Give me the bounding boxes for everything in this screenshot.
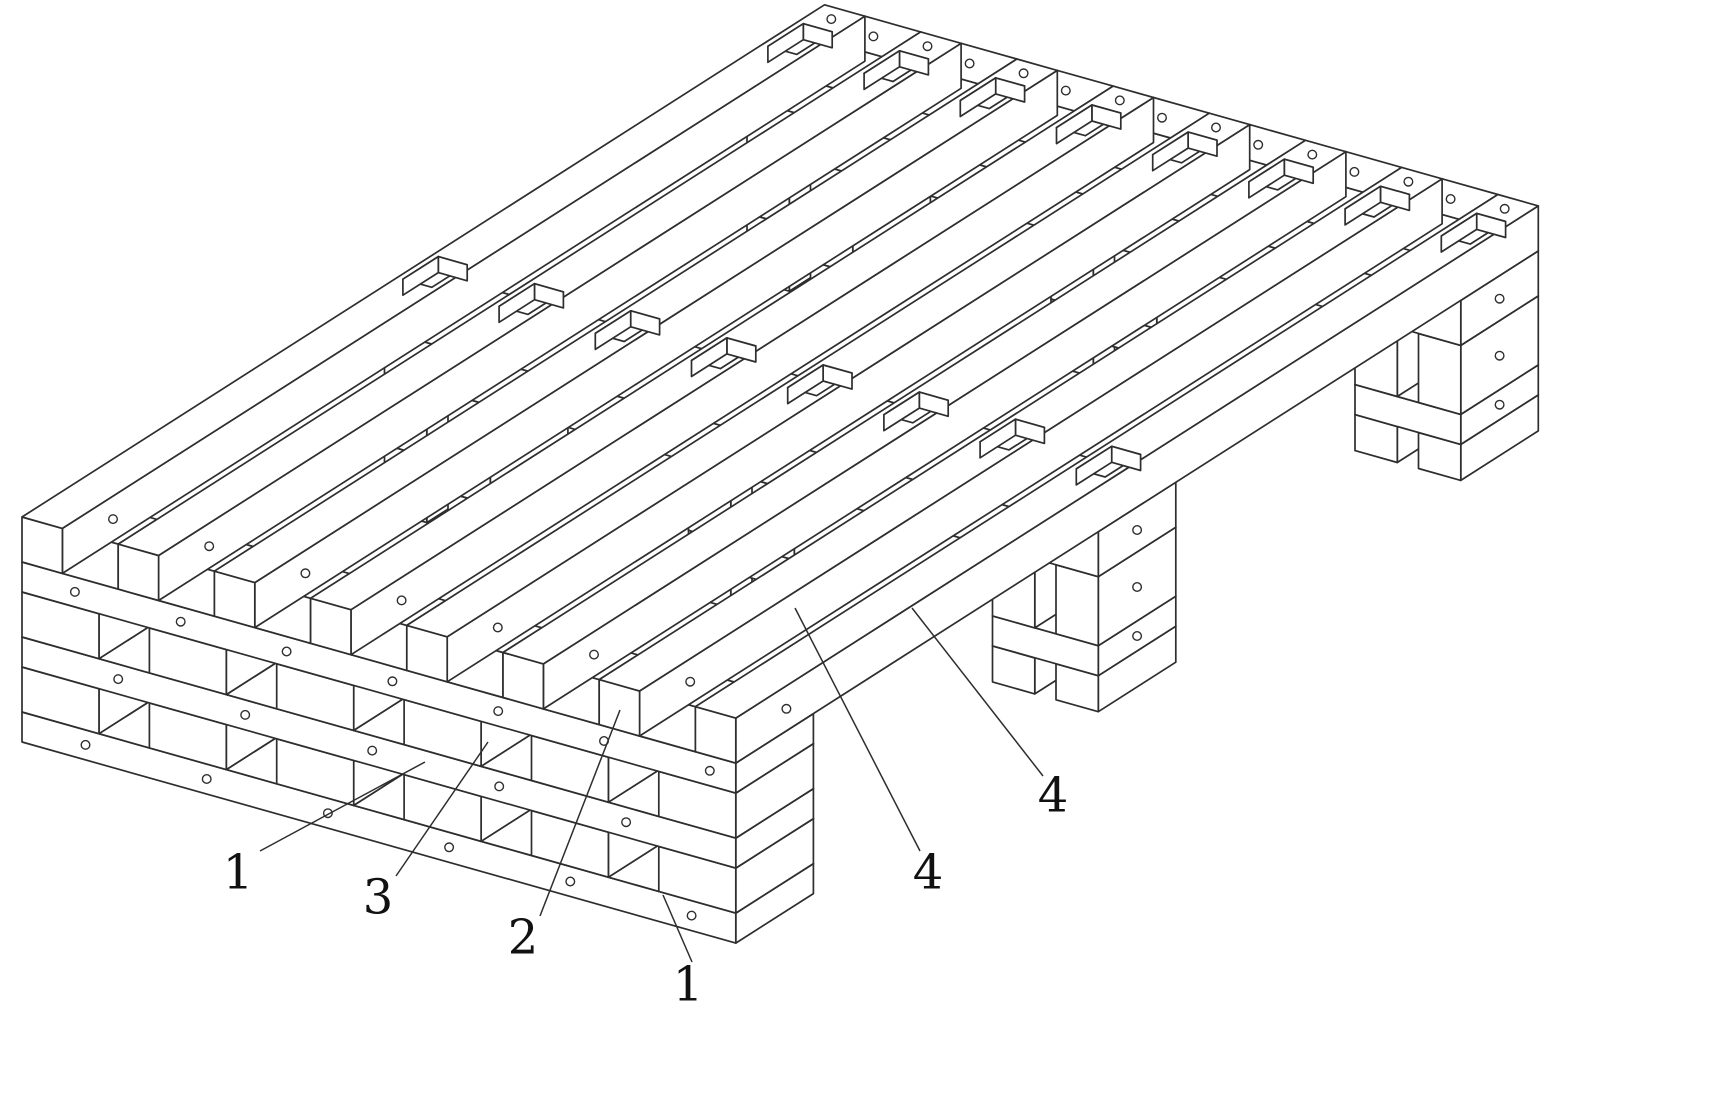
mortise-hole-inner-wall <box>1344 185 1382 226</box>
screw-hole-icon <box>1060 85 1071 96</box>
screw-hole-icon <box>1253 139 1264 150</box>
deck-slat-7 <box>598 166 1443 737</box>
screw-hole-icon <box>492 622 503 633</box>
top-deck-slats <box>21 3 1540 764</box>
screw-hole-icon <box>80 739 91 750</box>
screw-hole-icon <box>1132 631 1143 642</box>
mortise-hole-inner-wall <box>959 77 997 118</box>
screw-hole-icon <box>589 649 600 660</box>
screw-hole-icon <box>1132 525 1143 536</box>
screw-hole-icon <box>565 876 576 887</box>
mortise-hole-inner-wall <box>1055 104 1093 145</box>
deck-slat-1 <box>21 3 866 575</box>
screw-hole-icon <box>69 586 80 597</box>
screw-hole-icon <box>281 646 292 657</box>
figure-label-1-3: 1 <box>673 957 704 1013</box>
screw-hole-icon <box>300 568 311 579</box>
mortise-hole-inner-wall <box>863 49 901 91</box>
leader-line-1-0 <box>259 761 426 852</box>
leader-line-4-5 <box>911 607 1044 777</box>
mortise-hole-inner-wall <box>1248 158 1286 199</box>
screw-hole-icon <box>1499 203 1510 214</box>
leader-line-4-4 <box>794 607 921 852</box>
screw-hole-icon <box>1156 112 1167 123</box>
mortise-hole-inner-wall <box>767 22 805 64</box>
screw-hole-icon <box>175 616 186 627</box>
mortise-hole-inner-wall <box>979 418 1017 459</box>
mortise-hole-inner-wall <box>402 255 440 297</box>
leader-line-1-3 <box>662 894 693 963</box>
mortise-hole-inner-wall <box>690 337 728 378</box>
figure-label-4-5: 4 <box>1038 768 1069 824</box>
screw-hole-icon <box>367 745 378 756</box>
mortise-hole-inner-wall <box>883 391 921 432</box>
screw-hole-icon <box>201 774 212 785</box>
figure-label-4-4: 4 <box>913 845 944 901</box>
mortise-hole-inner-wall <box>786 364 824 405</box>
figure-label-2-2: 2 <box>508 910 539 966</box>
deck-slat-6 <box>502 139 1347 710</box>
pedestal-block-front-face <box>1055 563 1100 647</box>
screw-hole-icon <box>685 676 696 687</box>
screw-hole-icon <box>1132 582 1143 593</box>
screw-hole-icon <box>493 706 504 717</box>
screw-hole-icon <box>1445 193 1456 204</box>
deck-slat-4 <box>309 85 1155 656</box>
leader-line-3-1 <box>395 741 489 877</box>
screw-hole-icon <box>621 817 632 828</box>
screw-hole-icon <box>686 910 697 921</box>
screw-hole-icon <box>240 709 251 720</box>
mortise-hole-inner-wall <box>1440 212 1478 253</box>
screw-hole-icon <box>107 514 118 525</box>
screw-hole-icon <box>444 842 455 853</box>
deck-slat-8 <box>694 193 1540 764</box>
screw-hole-icon <box>1349 166 1360 177</box>
screw-hole-icon <box>922 41 933 52</box>
screw-hole-icon <box>1494 350 1505 361</box>
leader-line-2-2 <box>539 709 621 917</box>
screw-hole-icon <box>1307 149 1318 160</box>
screw-hole-icon <box>964 58 975 69</box>
mortise-hole-inner-wall <box>498 282 536 324</box>
reference-labels: 1 3 2 1 4 4 <box>223 607 1069 1013</box>
screw-hole-icon <box>204 541 215 552</box>
figure-label-1-0: 1 <box>223 845 254 901</box>
screw-hole-icon <box>704 765 715 776</box>
screw-hole-icon <box>494 781 505 792</box>
screw-hole-icon <box>1114 95 1125 106</box>
figure-label-3-1: 3 <box>363 870 394 926</box>
screw-hole-icon <box>1210 122 1221 133</box>
screw-hole-icon <box>1403 176 1414 187</box>
screw-hole-icon <box>868 31 879 42</box>
mortise-hole-inner-wall <box>1151 131 1189 172</box>
screw-hole-icon <box>1494 293 1505 304</box>
screw-hole-icon <box>781 703 792 714</box>
screw-hole-icon <box>396 595 407 606</box>
deck-slat-2 <box>117 31 962 602</box>
mortise-hole-inner-wall <box>594 309 632 351</box>
screw-hole-icon <box>387 676 398 687</box>
mortise-hole-inner-wall <box>1075 445 1113 486</box>
screw-hole-icon <box>826 14 837 25</box>
deck-slat-3 <box>213 58 1059 629</box>
deck-slat-5 <box>405 112 1251 683</box>
screw-hole-icon <box>113 674 124 685</box>
screw-hole-icon <box>1018 68 1029 79</box>
pedestal-block-front-face <box>1417 332 1462 416</box>
screw-hole-icon <box>1494 399 1505 410</box>
